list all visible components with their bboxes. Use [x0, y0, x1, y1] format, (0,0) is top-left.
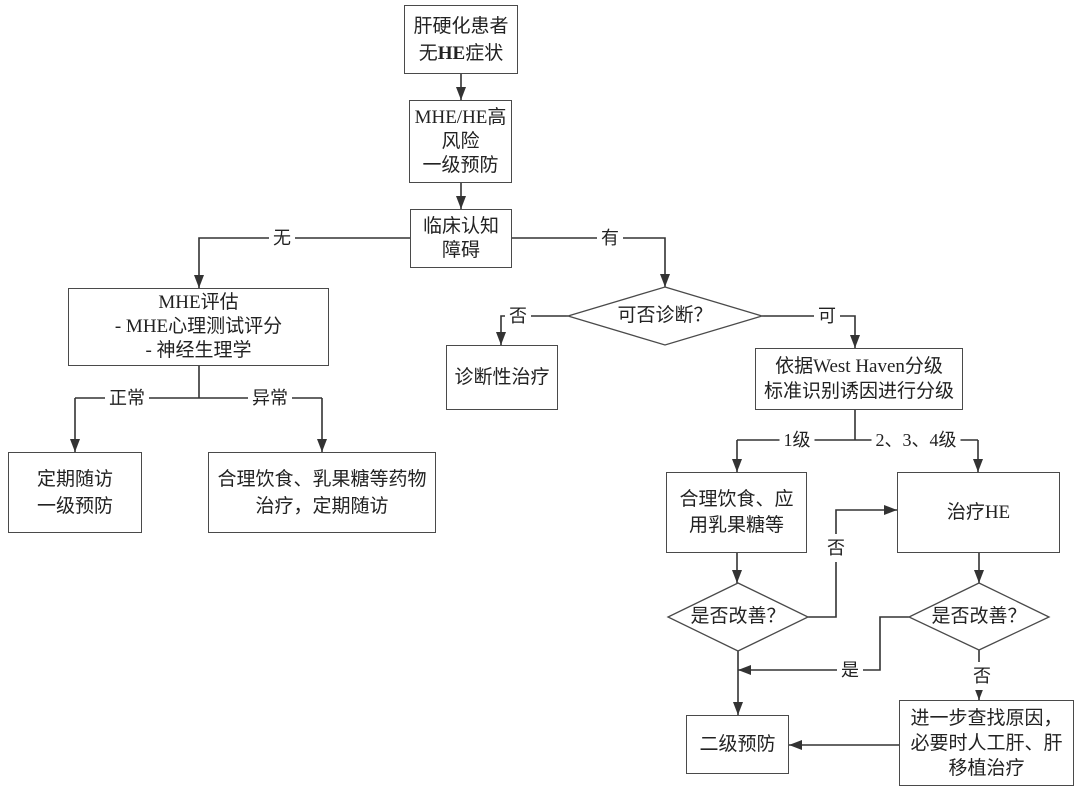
edge-can-diagnose-to-diagnostic-treatment	[496, 315, 568, 345]
edge-cognition-to-mhe-eval	[194, 237, 410, 288]
edge-label-no-impairment: 无	[269, 227, 295, 249]
node-line: 定期随访	[36, 468, 113, 490]
node-west-haven-grading: 依据West Haven分级 标准识别诱因进行分级	[755, 348, 963, 410]
edge-label-cannot-diagnose: 否	[505, 305, 531, 327]
node-secondary-prevention: 二级预防	[686, 715, 789, 774]
node-line: 诊断性治疗	[454, 367, 550, 388]
node-line: 障碍	[441, 239, 480, 261]
edge-label-left-not-improved: 否	[827, 534, 845, 562]
diamond-improved-left-text: 是否改善？	[690, 606, 786, 627]
diamond-can-diagnose-text: 可否诊断？	[617, 305, 713, 326]
node-clinical-cognitive-impairment: 临床认知 障碍	[410, 209, 512, 268]
node-line: 治疗HE	[946, 502, 1011, 523]
edge-label-abnormal: 异常	[248, 387, 292, 409]
node-line: 临床认知	[422, 215, 499, 237]
node-line: 风险	[441, 130, 480, 152]
text-prefix: 无	[418, 42, 438, 64]
node-line: 无HE症状	[419, 40, 503, 67]
edge-label-normal: 正常	[105, 387, 149, 409]
node-line: - MHE心理测试评分	[114, 316, 283, 337]
node-line: - 神经生理学	[145, 340, 252, 361]
edge-cognition-to-can-diagnose	[512, 237, 670, 287]
edge-label-has-impairment: 有	[597, 227, 623, 249]
text-suffix: 症状	[465, 42, 504, 64]
node-line: 用乳果糖等	[688, 514, 784, 536]
diamond-improved-right	[907, 582, 1051, 651]
node-line: 必要时人工肝、肝	[910, 732, 1063, 754]
node-line: 肝硬化患者	[413, 15, 509, 37]
node-cirrhosis-no-he: 肝硬化患者 无HE症状	[404, 5, 518, 74]
node-line: 一级预防	[422, 154, 499, 176]
diamond-improved-right-text: 是否改善？	[931, 606, 1027, 627]
node-mhe-evaluation: MHE评估 - MHE心理测试评分 - 神经生理学	[68, 288, 329, 366]
node-line: 一级预防	[36, 495, 113, 517]
edge-improved-right-yes-to-secondary	[738, 616, 909, 675]
edge-label-right-improved: 是	[837, 659, 863, 681]
node-line: MHE评估	[158, 292, 239, 313]
text-bold-he: HE	[437, 42, 466, 64]
node-regular-follow-up: 定期随访 一级预防	[8, 452, 142, 533]
node-line: 进一步查找原因，	[910, 707, 1063, 729]
diamond-can-diagnose	[565, 286, 765, 346]
edge-label-grade234: 2、3、4级	[871, 429, 961, 451]
node-line: 标准识别诱因进行分级	[763, 381, 954, 402]
edge-label-right-not-improved: 否	[973, 662, 991, 690]
node-line: 移植治疗	[948, 757, 1025, 779]
edge-label-grade1: 1级	[779, 429, 815, 451]
diamond-improved-left	[666, 582, 810, 652]
node-line: 合理饮食、应	[679, 488, 794, 510]
node-line: 依据West Haven分级	[775, 356, 943, 377]
node-diagnostic-treatment: 诊断性治疗	[446, 345, 558, 410]
node-treat-he: 治疗HE	[897, 472, 1060, 553]
node-further-investigation: 进一步查找原因， 必要时人工肝、肝 移植治疗	[899, 700, 1074, 786]
node-high-risk-primary-prevention: MHE/HE高 风险 一级预防	[409, 100, 512, 183]
node-line: MHE/HE高	[414, 106, 507, 128]
edge-can-diagnose-to-west-haven	[762, 315, 860, 348]
node-line: 合理饮食、乳果糖等药物	[217, 468, 427, 490]
edge-label-can-diagnose: 可	[814, 305, 840, 327]
node-diet-drug-treatment: 合理饮食、乳果糖等药物 治疗，定期随访	[208, 452, 436, 533]
edge-improved-left-no-to-treat-he	[808, 505, 897, 618]
node-diet-lactulose: 合理饮食、应 用乳果糖等	[666, 472, 807, 553]
node-line: 治疗，定期随访	[255, 495, 389, 517]
node-line: 二级预防	[699, 734, 776, 755]
